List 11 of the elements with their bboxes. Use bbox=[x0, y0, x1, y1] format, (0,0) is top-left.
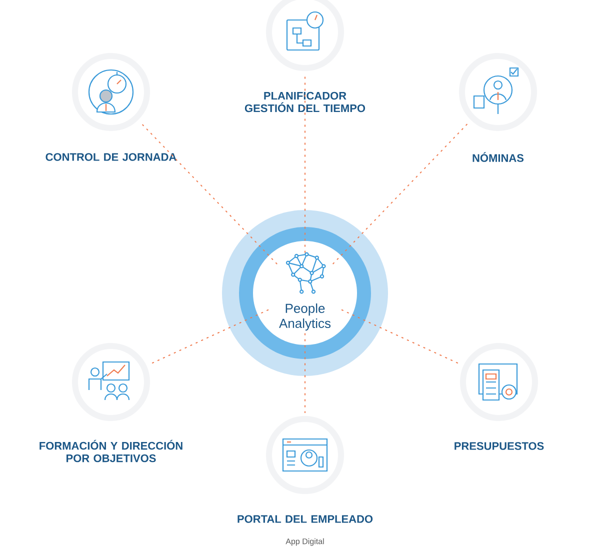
connector-line bbox=[304, 332, 306, 414]
node-label: NÓMINAS bbox=[472, 152, 524, 162]
footer-text: App Digital bbox=[286, 538, 324, 546]
node-label: FORMACIÓN Y DIRECCIÓN POR OBJETIVOS bbox=[40, 440, 182, 462]
connector-line bbox=[140, 122, 278, 265]
node-label: PORTAL DEL EMPLEADO bbox=[238, 515, 373, 523]
node-label: CONTROL DE JORNADA bbox=[46, 153, 176, 161]
node-label: PLANIFICADOR GESTIÓN DEL TIEMPO bbox=[244, 92, 366, 112]
connector-line bbox=[332, 122, 470, 264]
node-label: PRESUPUESTOS bbox=[454, 442, 544, 450]
center-label: People Analytics bbox=[279, 303, 331, 331]
